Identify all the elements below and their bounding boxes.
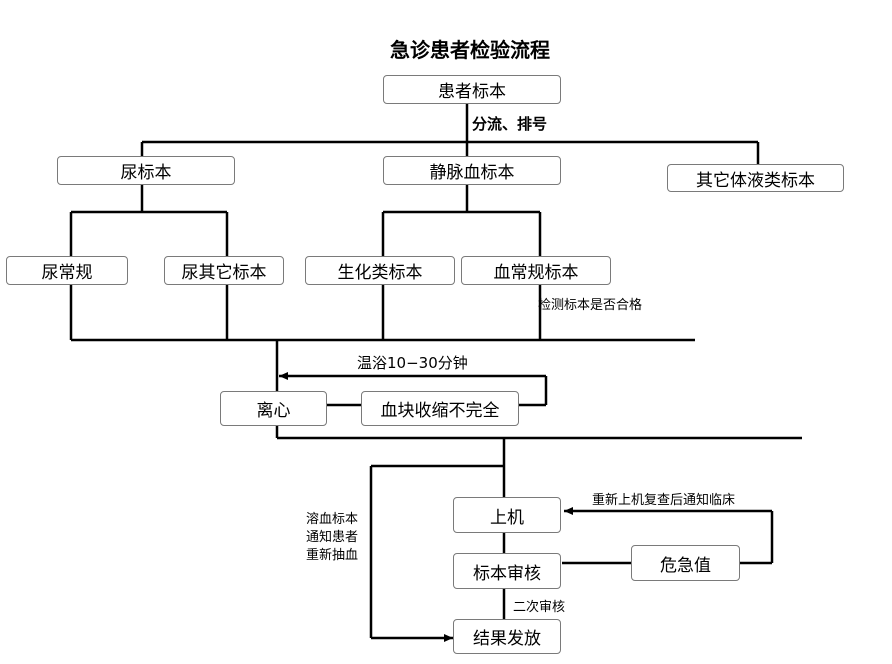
label-warm-bath: 温浴10−30分钟 xyxy=(357,354,468,372)
node-urine-sample: 尿标本 xyxy=(57,156,235,185)
node-urine-other: 尿其它标本 xyxy=(164,256,284,285)
label-recheck-notify: 重新上机复查后通知临床 xyxy=(592,493,736,508)
label-second-review: 二次审核 xyxy=(513,600,566,615)
node-urine-routine: 尿常规 xyxy=(6,256,128,285)
label-hemolysis: 溶血标本通知患者重新抽血 xyxy=(306,512,359,563)
diagram-title: 急诊患者检验流程 xyxy=(390,38,550,62)
node-biochem: 生化类标本 xyxy=(305,256,455,285)
node-sample-review: 标本审核 xyxy=(453,553,561,589)
label-check-qualified: 检测标本是否合格 xyxy=(538,298,643,313)
node-result-release: 结果发放 xyxy=(453,619,561,654)
label-triage: 分流、排号 xyxy=(472,115,548,133)
node-critical-value: 危急值 xyxy=(631,545,740,581)
node-clot-incomplete: 血块收缩不完全 xyxy=(361,391,519,426)
node-centrifuge: 离心 xyxy=(220,391,327,426)
node-other-fluids: 其它体液类标本 xyxy=(667,164,844,192)
node-blood-routine: 血常规标本 xyxy=(461,256,611,285)
node-venous-blood: 静脉血标本 xyxy=(383,156,561,185)
node-on-machine: 上机 xyxy=(453,497,561,533)
node-patient-sample: 患者标本 xyxy=(383,75,561,104)
